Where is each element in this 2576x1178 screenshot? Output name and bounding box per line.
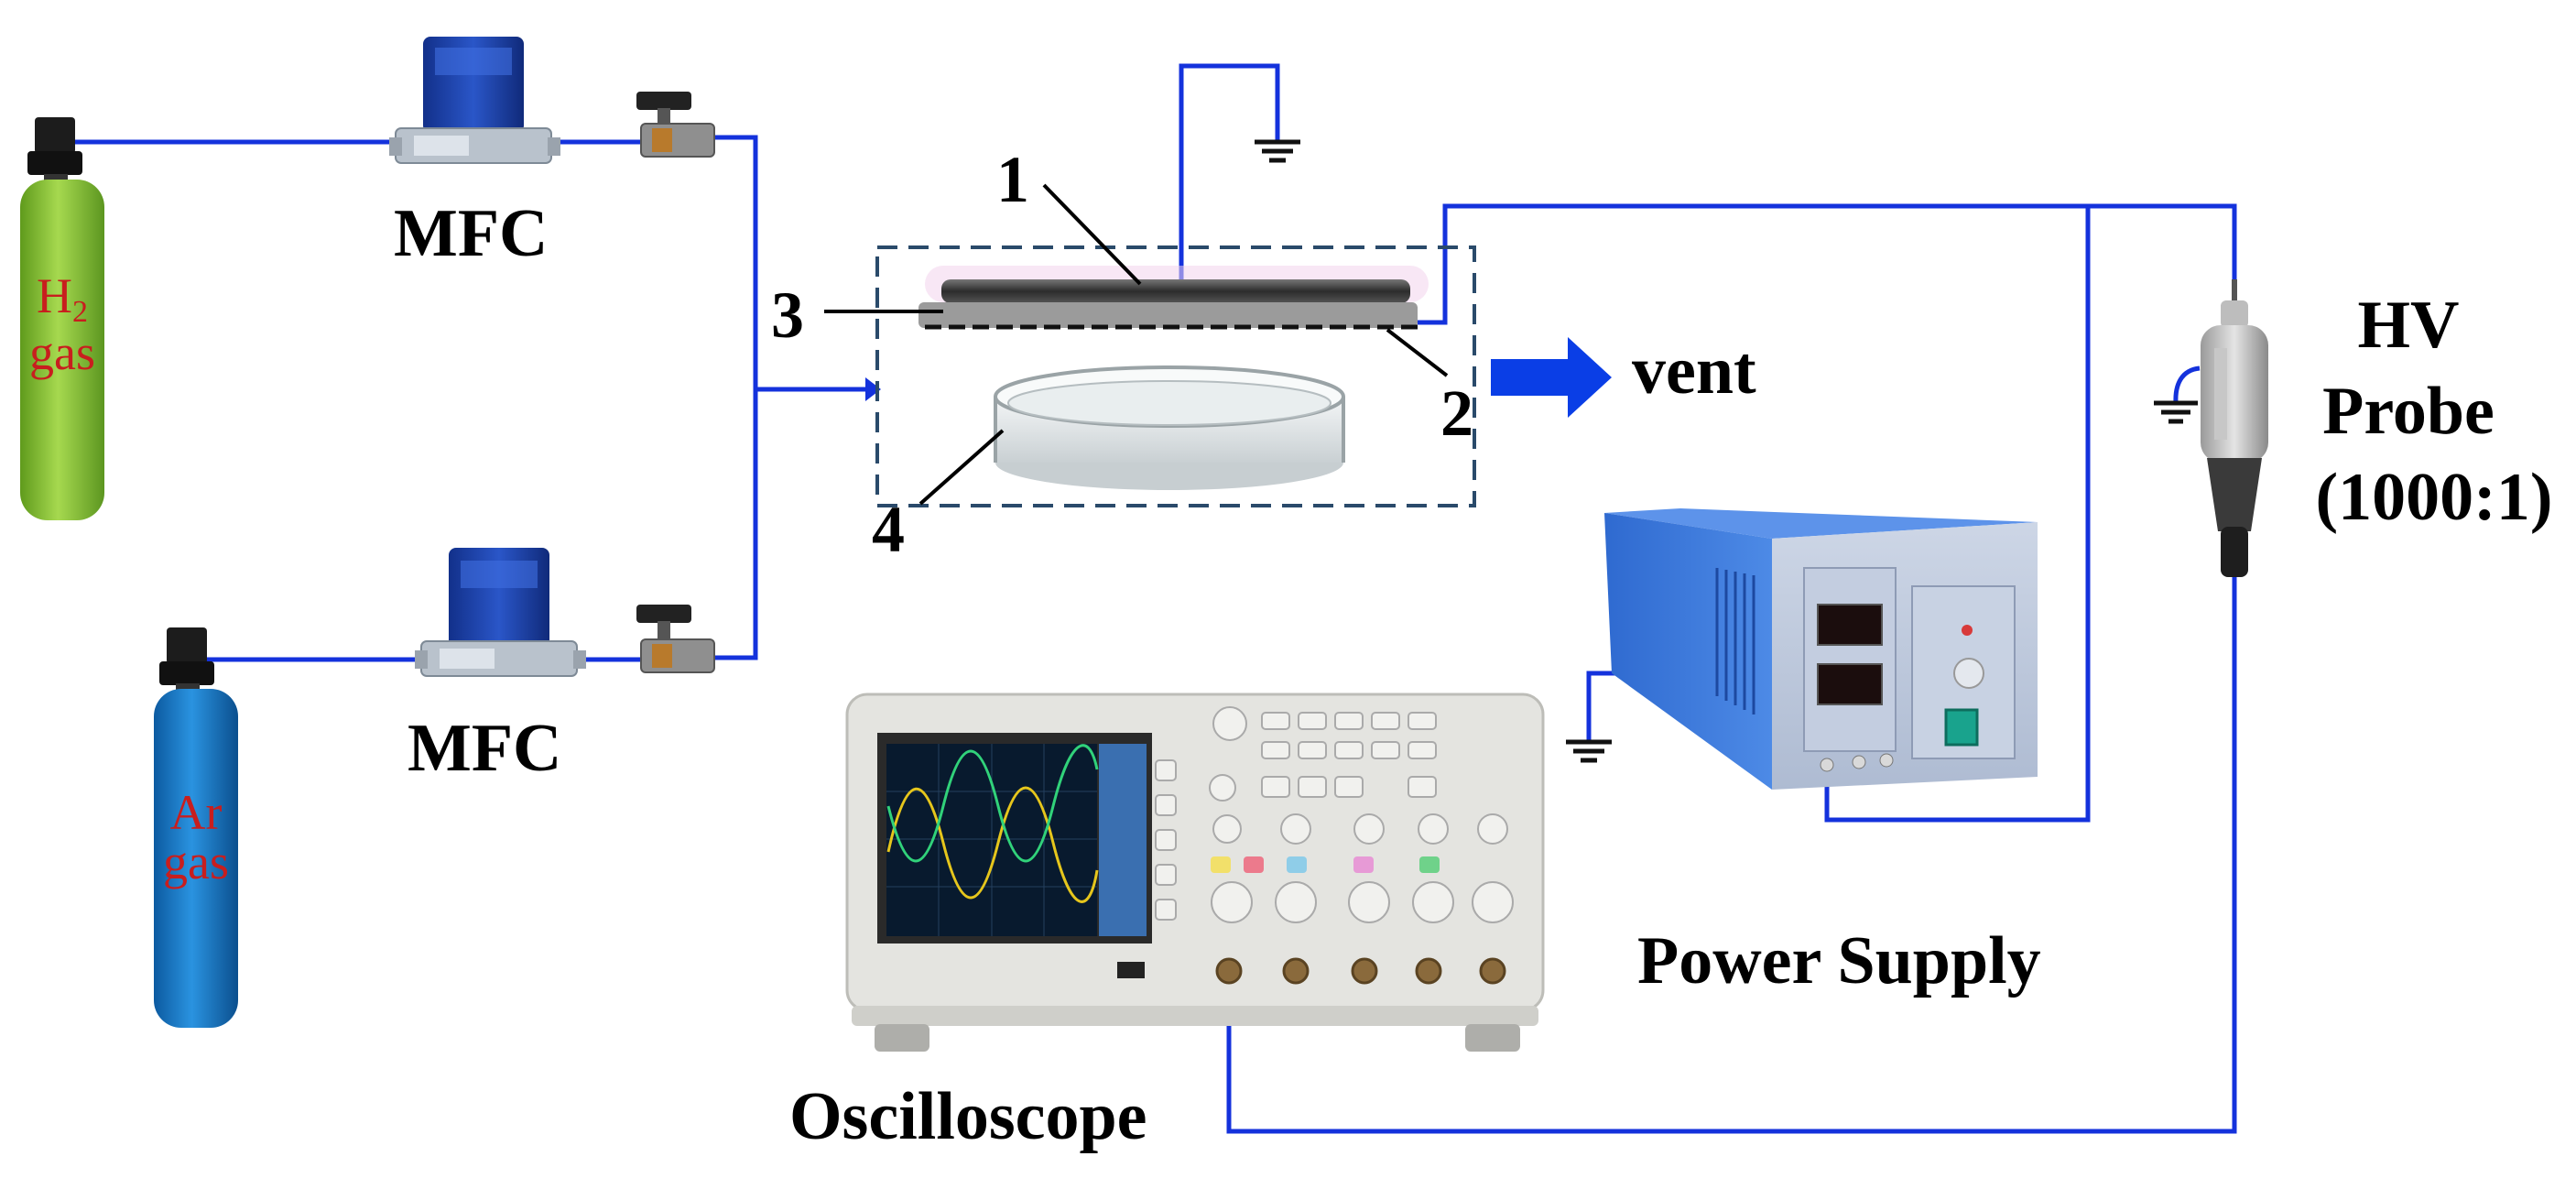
ar-cylinder-label: Ar gas [158, 788, 234, 887]
mfc-device-bottom [415, 548, 586, 677]
leader-4 [918, 429, 1005, 506]
reactor-chamber [875, 245, 1476, 507]
scope-trace-green [886, 744, 1099, 863]
vent-label: vent [1632, 333, 1756, 409]
top-electrode-ground-wire [1179, 63, 1280, 282]
ps-knob [1953, 658, 1984, 689]
dielectric-plate [918, 302, 1418, 328]
reactor-dashed-boundary [875, 245, 1476, 507]
probe-label-line1: HV [2357, 288, 2460, 363]
mfc-device-top [389, 37, 560, 164]
top-electrode [941, 279, 1410, 303]
part-label-4: 4 [872, 493, 905, 566]
ar-label-main: Ar [169, 785, 223, 840]
ps-display-bottom [1817, 663, 1883, 705]
reactor-feed-arrowhead [865, 377, 881, 401]
probe-label-line2: Probe [2322, 374, 2494, 449]
leader-2 [1386, 328, 1449, 377]
scope-trace-yellow [886, 786, 1099, 903]
petri-dish [994, 365, 1345, 490]
leader-1 [1042, 183, 1142, 286]
mfc-label-bottom: MFC [408, 711, 562, 786]
ps-display-top [1817, 604, 1883, 646]
h2-label-sub: 2 [72, 295, 88, 329]
ar-cylinder [154, 627, 238, 1028]
part-label-3: 3 [771, 278, 804, 352]
ar-valve-to-manifold-line [714, 389, 758, 660]
power-supply-wire [1824, 206, 2091, 823]
hv-probe [2201, 279, 2268, 577]
valve-bottom [636, 605, 715, 673]
h2-cylinder [20, 117, 104, 520]
oscilloscope-label: Oscilloscope [789, 1079, 1147, 1154]
probe-ground-lead [2173, 365, 2201, 404]
hv-wire [1418, 203, 2237, 325]
ps-power-switch [1944, 708, 1979, 747]
ground-symbol-probe [2154, 400, 2198, 424]
probe-label-line3: (1000:1) [2315, 460, 2553, 535]
h2-label-main: H [37, 268, 72, 323]
part-leader-lines [824, 183, 1449, 506]
scope-ch1-connector [1215, 957, 1243, 985]
power-supply-label: Power Supply [1637, 923, 2041, 998]
ground-symbol-power [1566, 739, 1612, 763]
part-label-1: 1 [996, 143, 1029, 216]
h2-valve-to-manifold-line [714, 135, 758, 389]
oscilloscope-device [845, 693, 1545, 1052]
power-supply-device [1604, 508, 2038, 790]
probe-to-scope-wire [1226, 577, 2237, 1134]
h2-cylinder-label: H2 gas [24, 271, 101, 377]
ar-label-line2: gas [163, 834, 229, 889]
vent-arrow [1491, 337, 1612, 418]
valve-top [636, 92, 715, 158]
electrical-wires [1179, 63, 2237, 1134]
part-label-2: 2 [1440, 376, 1473, 450]
mfc-label-top: MFC [394, 196, 549, 271]
ground-symbol-top [1255, 139, 1300, 163]
h2-label-line2: gas [29, 325, 95, 380]
